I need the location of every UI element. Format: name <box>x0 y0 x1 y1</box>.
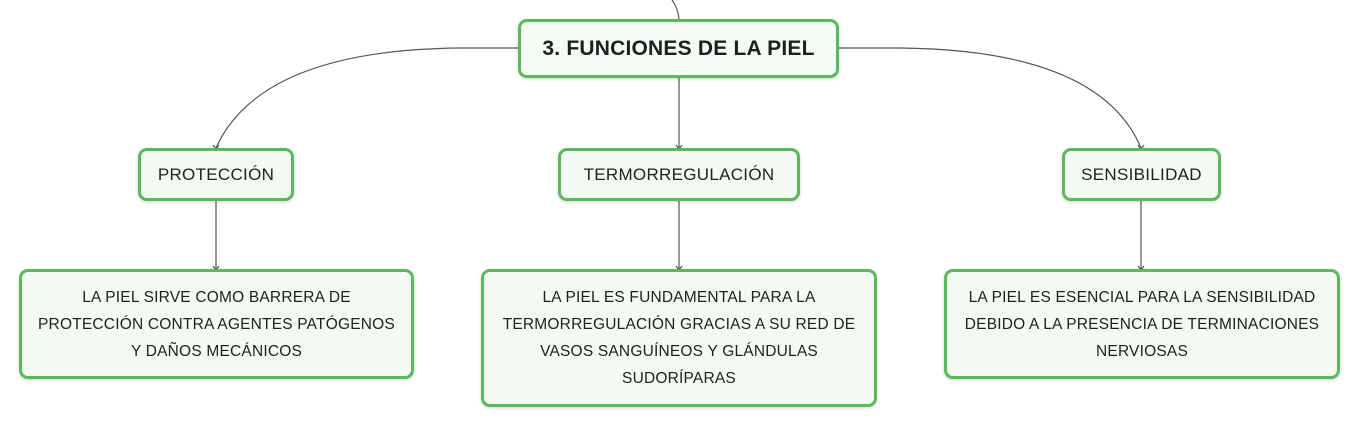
incoming-connector <box>671 0 680 20</box>
connector-root-sensibilidad <box>839 47 1142 149</box>
description-text: LA PIEL ES ESENCIAL PARA LA SENSIBILIDAD… <box>964 288 1320 360</box>
root-node-label: 3. FUNCIONES DE LA PIEL <box>542 36 815 60</box>
description-node-proteccion[interactable]: LA PIEL SIRVE COMO BARRERA DE PROTECCIÓN… <box>19 269 414 379</box>
branch-node-label: SENSIBILIDAD <box>1081 164 1202 184</box>
description-text: LA PIEL SIRVE COMO BARRERA DE PROTECCIÓN… <box>38 288 395 360</box>
branch-node-termorregulacion[interactable]: TERMORREGULACIÓN <box>558 148 800 201</box>
description-text: LA PIEL ES FUNDAMENTAL PARA LA TERMORREG… <box>502 289 856 387</box>
description-node-sensibilidad[interactable]: LA PIEL ES ESENCIAL PARA LA SENSIBILIDAD… <box>944 269 1340 379</box>
description-node-termorregulacion[interactable]: LA PIEL ES FUNDAMENTAL PARA LA TERMORREG… <box>481 269 877 407</box>
branch-node-label: PROTECCIÓN <box>157 164 275 184</box>
connector-root-proteccion <box>215 47 518 149</box>
branch-node-label: TERMORREGULACIÓN <box>583 164 775 184</box>
branch-node-sensibilidad[interactable]: SENSIBILIDAD <box>1062 148 1221 201</box>
branch-node-proteccion[interactable]: PROTECCIÓN <box>138 148 294 201</box>
root-node[interactable]: 3. FUNCIONES DE LA PIEL <box>518 19 839 78</box>
